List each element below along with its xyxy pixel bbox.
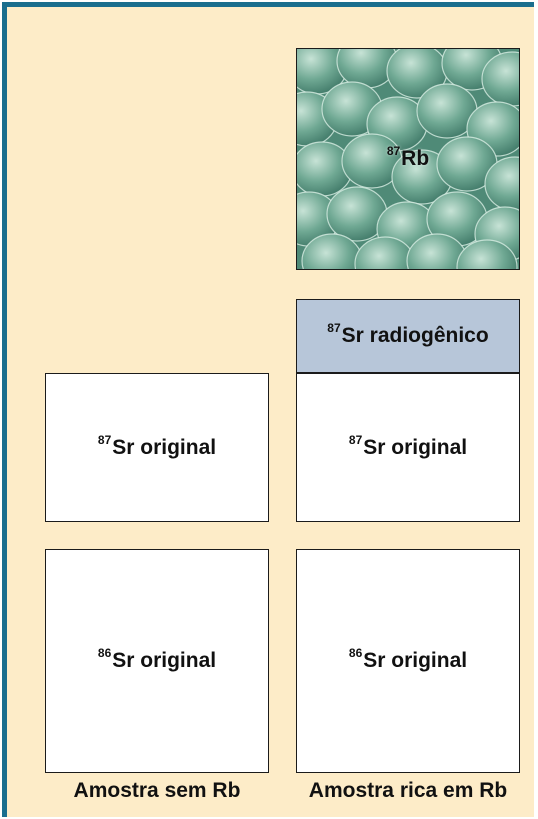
rich-sr86-mass-number: 86 — [348, 646, 363, 660]
crystal-cell — [456, 239, 518, 269]
radiogenic-text: Sr radiogênico — [341, 324, 489, 347]
poor-sr86-mass-number: 86 — [97, 646, 112, 660]
crystal-texture — [297, 49, 519, 269]
rich-sr86-text: Sr original — [363, 649, 468, 672]
rubidium-mass-number: 87 — [386, 144, 401, 158]
rich-sr87-mass-number: 87 — [348, 432, 363, 447]
rubidium-symbol: Rb — [401, 147, 430, 170]
radiogenic-mass-number: 87 — [327, 321, 341, 335]
rich-sample-caption: Amostra rica em Rb — [308, 779, 508, 802]
poor-sr86-text: Sr original — [112, 649, 217, 672]
poor-sample-caption: Amostra sem Rb — [73, 779, 241, 802]
poor-sr87-text: Sr original — [112, 435, 217, 459]
poor-sr87-mass-number: 87 — [97, 432, 112, 447]
rich-sr87-text: Sr original — [363, 435, 468, 459]
